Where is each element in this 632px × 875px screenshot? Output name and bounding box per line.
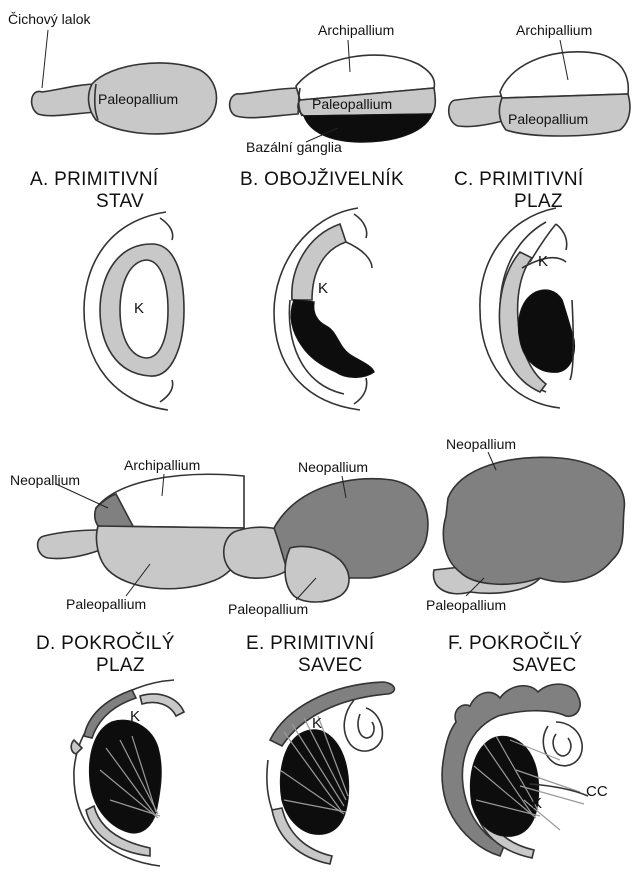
panel-d-label-paleopallium: Paleopallium [66, 596, 146, 612]
panel-f-label-k: K [532, 795, 542, 812]
panel-f-lateral: Neopallium Paleopallium [426, 436, 624, 613]
panel-a-lateral: Čichový lalok Paleopallium [8, 11, 217, 134]
panel-d-lateral: Neopallium Archipallium Paleopallium [10, 457, 244, 612]
panel-d-label-archipallium: Archipallium [124, 457, 200, 473]
caption-a-line1: A. PRIMITIVNÍ [30, 169, 159, 190]
panel-d-paleopallium [96, 526, 244, 589]
panel-e-label-k: K [312, 715, 322, 732]
caption-c-line1: C. PRIMITIVNÍ [454, 169, 584, 190]
label-basal-ganglia: Bazální ganglia [246, 139, 342, 155]
panel-b-label-k: K [318, 280, 328, 297]
caption-f-line1: F. POKROČILÝ [448, 632, 583, 654]
caption-e-line1: E. PRIMITIVNÍ [246, 633, 375, 654]
caption-e-line2: SAVEC [298, 655, 363, 676]
panel-d-olfactory-bulb [38, 530, 100, 559]
panel-d-section-archi [140, 694, 184, 716]
caption-b-line1: B. OBOJŽIVELNÍK [240, 168, 404, 190]
panel-a-section: K [84, 212, 184, 410]
panel-f-label-paleopallium: Paleopallium [426, 597, 506, 613]
label-olfactory-bulb: Čichový lalok [8, 11, 91, 27]
panel-a-label-k: K [134, 300, 144, 317]
caption-d-line2: PLAZ [96, 655, 145, 676]
panel-f-neopallium [443, 457, 624, 584]
panel-b-lateral: Archipallium Paleopallium Bazální gangli… [230, 22, 436, 155]
panel-a-label-paleopallium: Paleopallium [98, 91, 178, 107]
panel-b-basal-ganglia [304, 114, 432, 142]
panel-e-section: K [267, 682, 395, 864]
label-cc: CC [586, 783, 608, 800]
panel-e-lateral: Neopallium Paleopallium [224, 459, 428, 617]
panel-d-section: K [71, 680, 184, 866]
caption-f-line2: SAVEC [512, 655, 577, 676]
panel-c-label-k: K [538, 253, 548, 270]
panel-c-label-archipallium: Archipallium [516, 22, 592, 38]
captions-row-1: A. PRIMITIVNÍ STAV B. OBOJŽIVELNÍK C. PR… [30, 168, 584, 212]
panel-c-label-paleopallium: Paleopallium [508, 111, 588, 127]
panel-e-section-basal-ganglia [281, 730, 349, 834]
panel-b-section: K [274, 208, 374, 410]
caption-a-line2: STAV [96, 191, 144, 212]
panel-a-leader-olfactory [42, 30, 48, 88]
panel-c-section: K [480, 208, 574, 408]
panel-b-label-paleopallium: Paleopallium [312, 96, 392, 112]
panel-e-label-paleopallium: Paleopallium [228, 601, 308, 617]
panel-f-label-neopallium: Neopallium [446, 436, 516, 452]
panel-b-label-archipallium: Archipallium [318, 22, 394, 38]
panel-b-olfactory-bulb [230, 88, 300, 118]
panel-d-label-neopallium: Neopallium [10, 472, 80, 488]
panel-d-section-basal-ganglia [90, 720, 161, 832]
panel-c-lateral: Archipallium Paleopallium [449, 22, 630, 136]
captions-row-2: D. POKROČILÝ PLAZ E. PRIMITIVNÍ SAVEC F.… [36, 632, 583, 676]
panel-d-label-k: K [130, 708, 140, 725]
panel-e-label-neopallium: Neopallium [298, 459, 368, 475]
caption-d-line1: D. POKROČILÝ [36, 632, 175, 654]
panel-f-section: K CC [442, 684, 608, 858]
